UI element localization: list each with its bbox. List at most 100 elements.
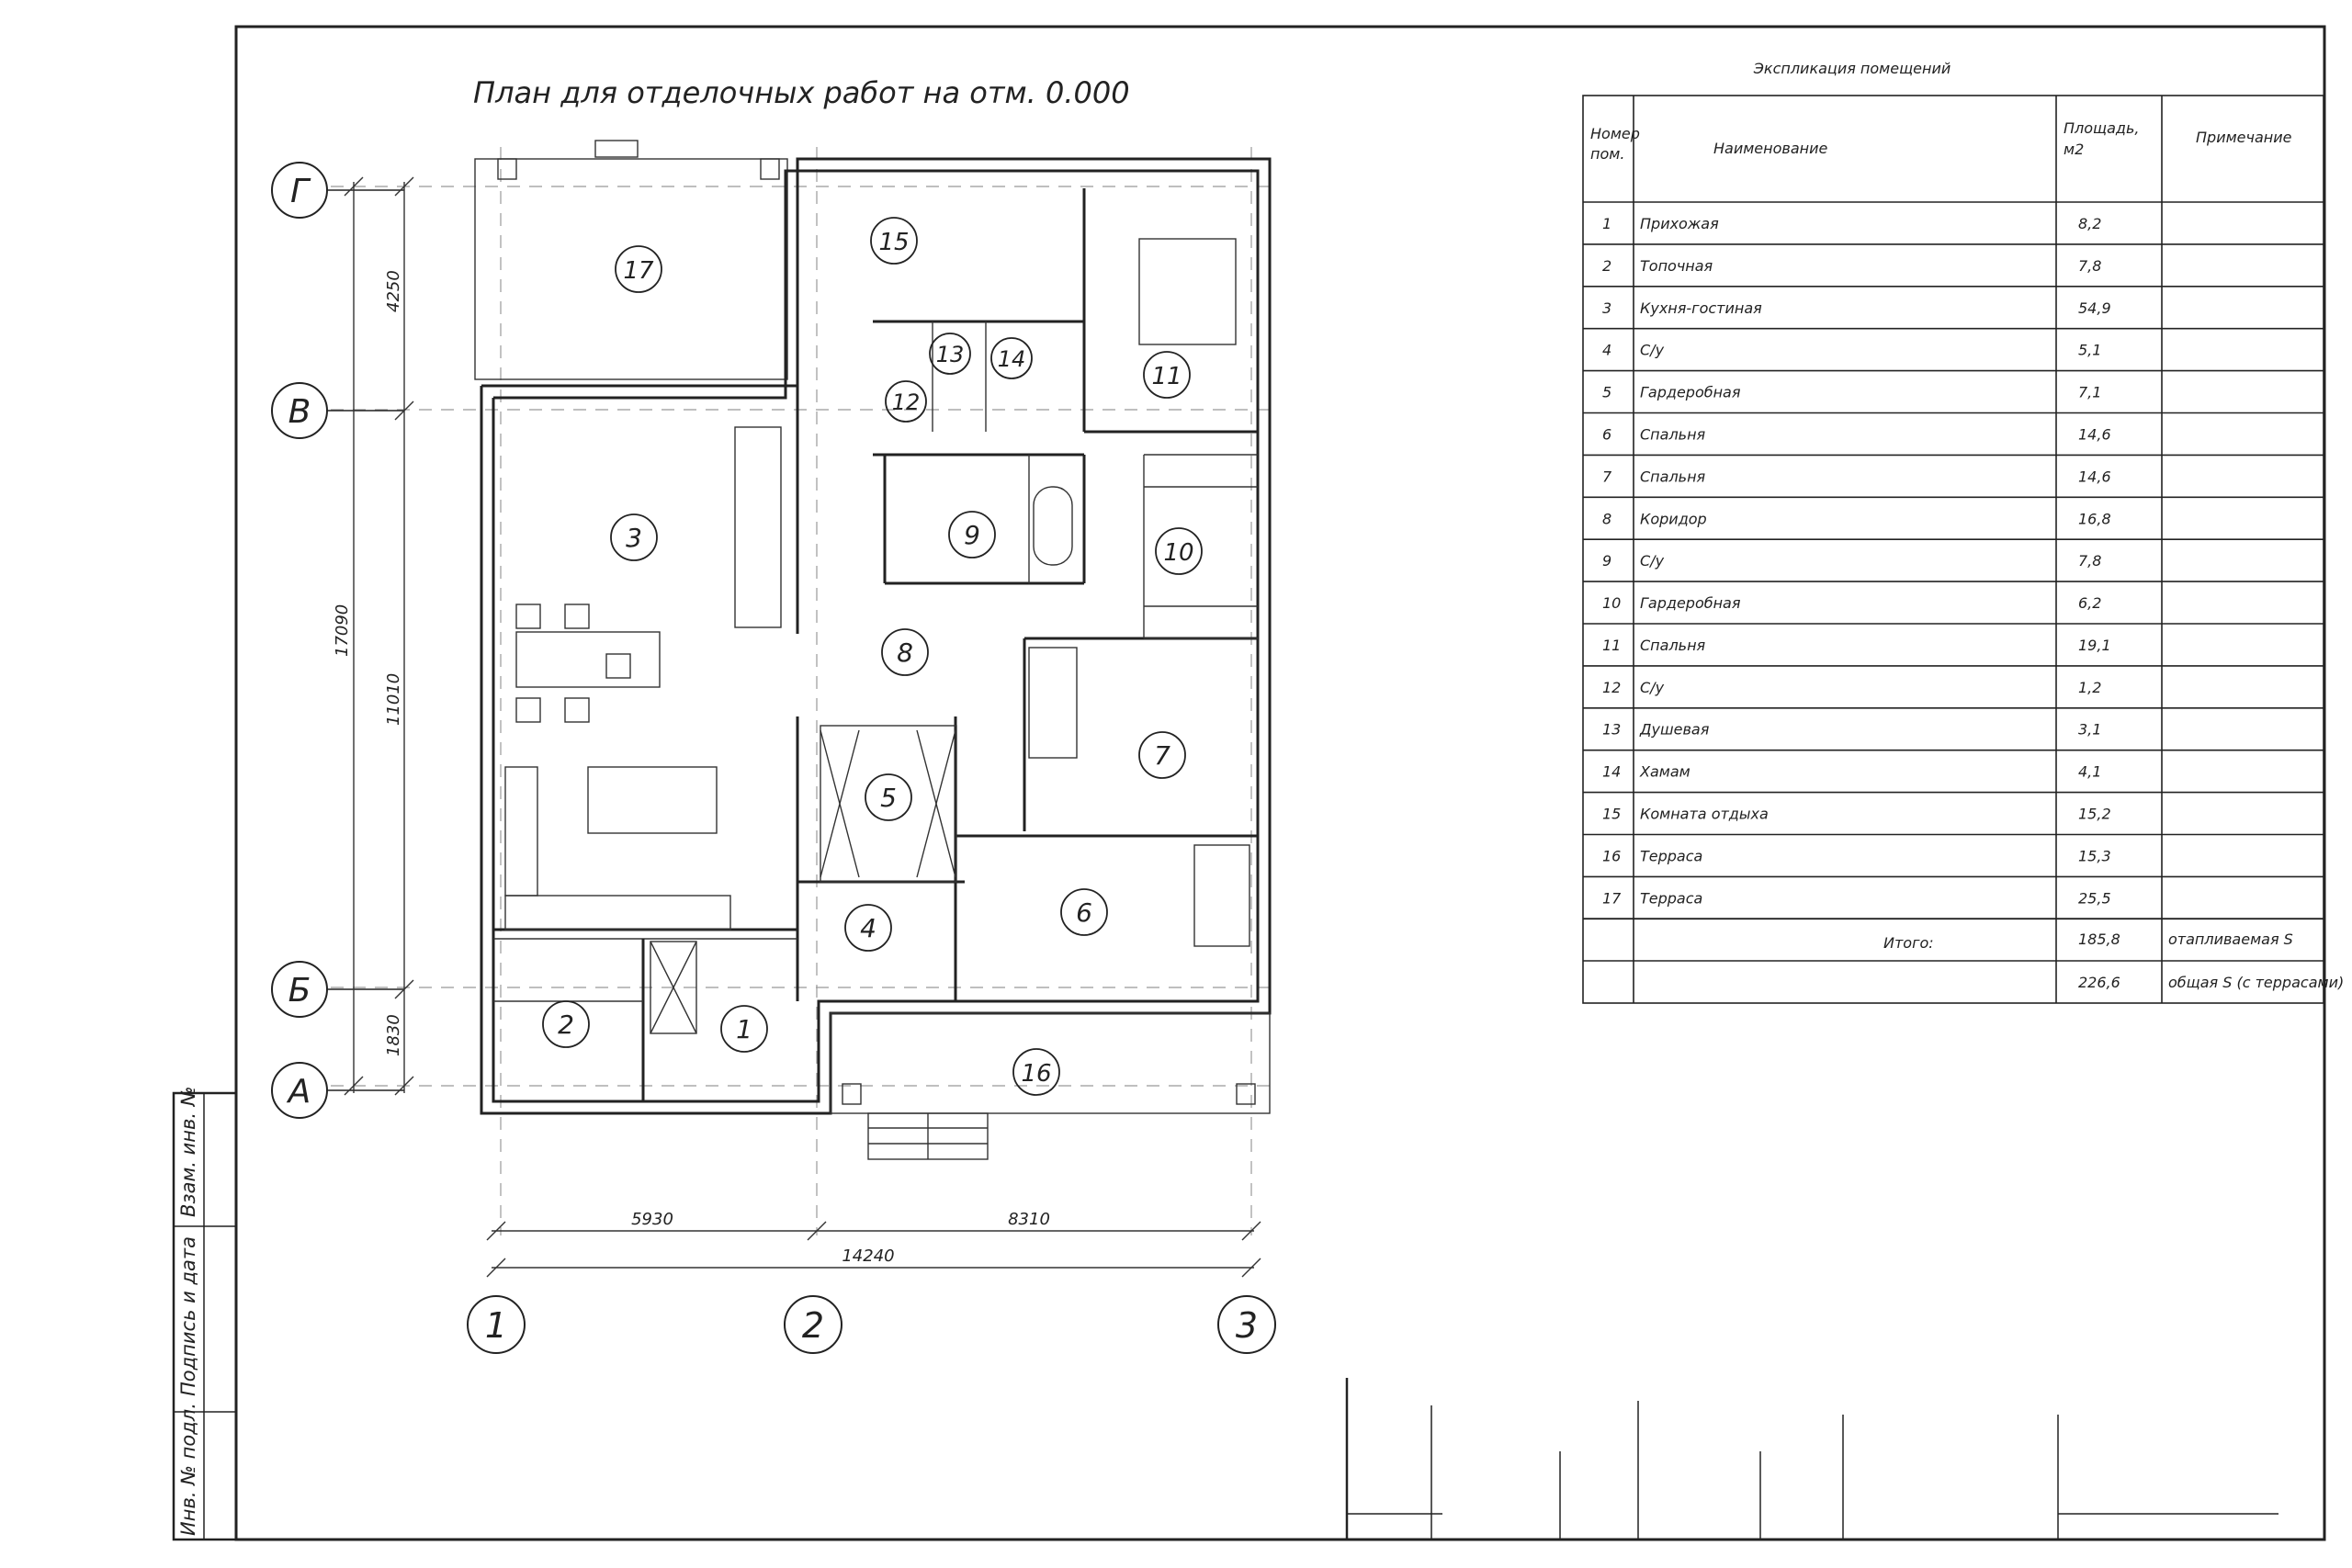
table-cell-name: Терраса xyxy=(1640,847,1702,864)
table-cell-name: Спальня xyxy=(1640,468,1706,485)
table-cell-num: 7 xyxy=(1602,468,1612,485)
table-cell-name: Гардеробная xyxy=(1640,384,1741,401)
stamp-inv-podl: Инв. № подл. xyxy=(177,1403,199,1536)
grid-lines xyxy=(331,147,1277,1235)
explication-table: Экспликация помещений Номер пом. Наимено… xyxy=(1582,60,2344,1004)
svg-text:Г: Г xyxy=(290,173,311,210)
sheet-frame xyxy=(234,25,2326,1541)
table-cell-area: 7,8 xyxy=(2078,257,2101,275)
table-cell-num: 9 xyxy=(1602,552,1611,570)
axis-row-V: В xyxy=(271,382,404,439)
table-cell-num: 4 xyxy=(1602,342,1611,359)
table-cell-area: 5,1 xyxy=(2078,342,2101,359)
svg-text:2: 2 xyxy=(558,1010,574,1040)
svg-text:2: 2 xyxy=(802,1305,824,1346)
svg-text:17: 17 xyxy=(623,257,654,285)
total-all: 226,6 xyxy=(2078,974,2120,991)
svg-text:1: 1 xyxy=(485,1305,507,1346)
svg-text:12: 12 xyxy=(892,389,921,415)
svg-text:16: 16 xyxy=(1021,1060,1051,1088)
side-stamp: Инв. № подл. Подпись и дата Взам. инв. № xyxy=(172,1086,238,1541)
table-cell-area: 7,8 xyxy=(2078,552,2101,570)
table-cell-num: 1 xyxy=(1602,215,1611,232)
dim-8310: 8310 xyxy=(1008,1210,1050,1229)
axis-row-B: Б xyxy=(271,961,404,1018)
svg-text:5: 5 xyxy=(880,783,897,813)
table-cell-name: Топочная xyxy=(1640,257,1713,275)
svg-text:14: 14 xyxy=(998,346,1026,372)
building-walls xyxy=(474,140,1272,1160)
table-cell-num: 8 xyxy=(1602,510,1611,527)
svg-text:7: 7 xyxy=(1154,740,1170,771)
table-cell-num: 2 xyxy=(1602,257,1611,275)
svg-text:3: 3 xyxy=(1236,1305,1258,1346)
table-cell-num: 16 xyxy=(1602,847,1621,864)
svg-text:11: 11 xyxy=(1151,363,1182,390)
table-cell-name: Прихожая xyxy=(1640,215,1719,232)
room-tag-15: 15 xyxy=(870,217,918,265)
table-cell-num: 10 xyxy=(1602,594,1621,612)
header-note: Примечание xyxy=(2196,129,2292,146)
dim-5930: 5930 xyxy=(631,1210,673,1229)
table-cell-area: 1,2 xyxy=(2078,679,2101,696)
table-cell-num: 6 xyxy=(1602,425,1611,443)
table-cell-num: 3 xyxy=(1602,299,1611,317)
svg-text:15: 15 xyxy=(878,229,909,256)
svg-text:4: 4 xyxy=(860,913,876,943)
header-num-2: пом. xyxy=(1590,145,1624,163)
table-cell-name: С/у xyxy=(1640,552,1665,570)
table-cell-area: 54,9 xyxy=(2078,299,2111,317)
dim-17090: 17090 xyxy=(333,604,352,657)
room-tag-11: 11 xyxy=(1143,351,1191,399)
header-name: Наименование xyxy=(1713,140,1827,157)
svg-text:6: 6 xyxy=(1076,897,1092,928)
room-tag-9: 9 xyxy=(948,511,996,558)
room-tag-1: 1 xyxy=(720,1005,768,1053)
stamp-podpis-data: Подпись и дата xyxy=(177,1236,199,1396)
svg-text:1: 1 xyxy=(736,1014,752,1044)
plan-title: План для отделочных работ на отм. 0.000 xyxy=(473,75,1130,110)
table-cell-name: Терраса xyxy=(1640,889,1702,907)
axis-row-A: А xyxy=(271,1062,404,1119)
stamp-vzam-inv: Взам. инв. № xyxy=(177,1086,199,1217)
table-cell-num: 5 xyxy=(1602,384,1611,401)
title-block xyxy=(1345,1378,2278,1540)
table-cell-area: 15,3 xyxy=(2078,847,2111,864)
svg-text:3: 3 xyxy=(626,523,642,553)
svg-text:9: 9 xyxy=(964,520,980,550)
room-tag-3: 3 xyxy=(610,513,658,561)
svg-text:В: В xyxy=(288,393,311,431)
axis-col-3: 3 xyxy=(1217,1295,1276,1354)
total-heated-note: отапливаемая S xyxy=(2168,931,2293,948)
svg-text:А: А xyxy=(287,1073,311,1111)
room-tag-4: 4 xyxy=(844,904,892,952)
room-tag-2: 2 xyxy=(542,1000,590,1048)
explication-title: Экспликация помещений xyxy=(1753,60,1951,77)
room-tag-13: 13 xyxy=(929,333,971,375)
table-cell-name: Комната отдыха xyxy=(1640,806,1769,823)
header-area-1: Площадь, xyxy=(2064,119,2140,137)
table-cell-area: 8,2 xyxy=(2078,215,2101,232)
table-cell-area: 6,2 xyxy=(2078,594,2101,612)
table-cell-num: 12 xyxy=(1602,679,1621,696)
room-tags: 1 2 3 4 5 6 7 8 9 10 11 12 13 14 15 16 1… xyxy=(542,217,1203,1096)
svg-text:10: 10 xyxy=(1163,539,1193,567)
table-cell-num: 13 xyxy=(1602,721,1621,739)
room-tag-14: 14 xyxy=(990,337,1033,379)
room-tag-6: 6 xyxy=(1060,888,1108,936)
room-tag-8: 8 xyxy=(881,628,929,676)
table-cell-area: 16,8 xyxy=(2078,510,2111,527)
table-cell-name: Спальня xyxy=(1640,425,1706,443)
table-cell-name: Душевая xyxy=(1639,721,1710,739)
room-tag-10: 10 xyxy=(1155,527,1203,575)
table-cell-name: Спальня xyxy=(1640,637,1706,654)
table-cell-name: С/у xyxy=(1640,342,1665,359)
table-cell-num: 15 xyxy=(1602,806,1621,823)
horizontal-dimensions: 5930 8310 14240 xyxy=(486,1210,1261,1278)
table-cell-num: 14 xyxy=(1602,763,1621,781)
total-heated: 185,8 xyxy=(2078,931,2120,948)
table-cell-name: Коридор xyxy=(1640,510,1707,527)
vertical-dimensions: 4250 17090 11010 1830 xyxy=(333,176,414,1096)
table-cell-area: 14,6 xyxy=(2078,468,2111,485)
